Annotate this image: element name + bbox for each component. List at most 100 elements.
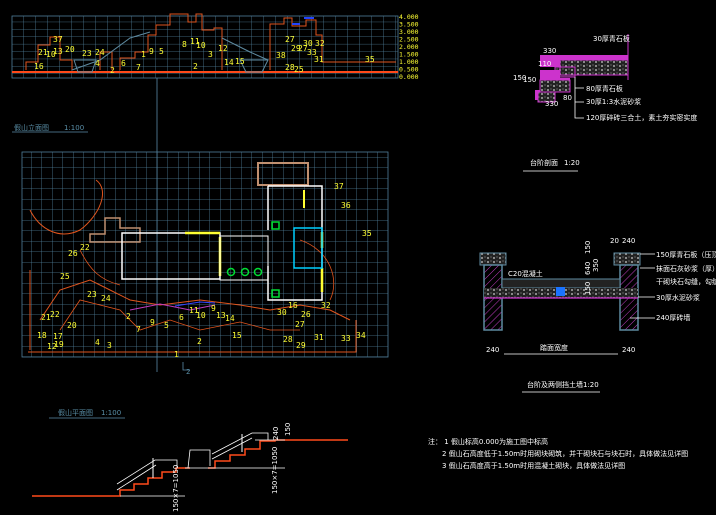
plan-rock-label: 13: [216, 311, 226, 320]
plan-title: 假山平面图: [58, 408, 93, 417]
note-number: 3: [442, 462, 447, 470]
plan-rock-label: 18: [37, 331, 47, 340]
elevation-rock-label: 28: [285, 63, 295, 72]
wall-dim-150b: 150: [584, 282, 592, 295]
stair-dim-small: 240: [272, 427, 280, 440]
wall-dim-640: 640: [584, 262, 592, 275]
general-notes: 注： 1 假山标高0.000为施工图中标高 2 假山石高度低于1.50m时用砌块…: [428, 436, 688, 472]
plan-rock-label: 4: [95, 338, 100, 347]
plan-rock-label: 24: [101, 294, 111, 303]
step-callout-2: 80厚青石板: [586, 84, 623, 93]
plan-rock-label: 32: [321, 301, 331, 310]
plan-rock-label: 26: [301, 310, 311, 319]
note-number: 1: [444, 438, 449, 446]
elevation-axis-label: 4.000: [399, 13, 419, 21]
stair-section: 假山平面图 1:100 150×7=1050 150×7=1050 150 24…: [32, 408, 348, 512]
step-callout-1: 30厚青石板: [593, 34, 630, 43]
elevation-rock-label: 38: [276, 51, 286, 60]
plan-rock-label: 22: [50, 310, 60, 319]
plan-rock-label: 6: [179, 313, 184, 322]
step-callout-4: 120厚碎砖三合土，素土夯实密实度: [586, 113, 697, 122]
elevation-axis-label: 1.500: [399, 51, 419, 59]
plan-rock-label: 21: [41, 313, 51, 322]
elevation-rock-label: 27: [298, 44, 308, 53]
wall-dim-150: 150: [584, 241, 592, 254]
elevation-axis-label: 0.500: [399, 66, 419, 74]
elevation-axis-label: 3.000: [399, 28, 419, 36]
plan-rock-label: 16: [288, 301, 298, 310]
step-section-scale: 1:20: [564, 159, 580, 167]
plan-rock-label: 31: [314, 333, 324, 342]
plan-rock-label: 23: [87, 290, 97, 299]
elevation-axis-label: 2.500: [399, 36, 419, 44]
elevation-rock-label: 32: [315, 39, 325, 48]
step-dim-150a: 150: [513, 74, 526, 82]
elevation-rock-label: 21: [38, 48, 48, 57]
note-text: 假山石高度高于1.50m时用混凝土砌块，具体做法见详图: [448, 462, 626, 470]
elevation-rock-label: 29: [291, 44, 301, 53]
note-1: 注： 1 假山标高0.000为施工图中标高: [428, 436, 688, 448]
plan-rock-label: 36: [341, 201, 351, 210]
step-callout-3: 30厚1:3水泥砂浆: [586, 97, 641, 106]
wall-callout-1: 150厚青石板（压顶）: [656, 250, 716, 259]
elevation-rock-label: 25: [294, 65, 304, 74]
plan-rock-label: 5: [164, 321, 169, 330]
wall-dim-350: 350: [592, 259, 600, 272]
plan-rock-label: 19: [54, 340, 64, 349]
elevation-rock-label: 8: [182, 40, 187, 49]
elevation-rock-label: 11: [190, 37, 200, 46]
step-section-title: 台阶剖面: [530, 158, 558, 167]
step-dim-330-bottom: 330: [545, 100, 558, 108]
plan-rock-label: 34: [356, 331, 366, 340]
elevation-rock-label: 10: [196, 41, 206, 50]
elevation-rock-label: 31: [314, 55, 324, 64]
plan-rock-label: 2: [126, 312, 131, 321]
elevation-rock-label: 6: [121, 59, 126, 68]
elevation-rock-label: 16: [34, 62, 44, 71]
plan-rock-label: 12: [47, 342, 57, 351]
step-dim-150b: 150: [523, 76, 536, 84]
elevation-rock-label: 23: [82, 49, 92, 58]
plan-rock-label: 3: [107, 341, 112, 350]
plan-rock-label: 2: [197, 337, 202, 346]
section-marker: 2: [186, 368, 190, 376]
step-dim-330-top: 330: [543, 47, 556, 55]
stair-dim-right: 150×7=1050: [271, 447, 279, 494]
elevation-rock-label: 13: [53, 47, 63, 56]
elevation-rock-label: 27: [285, 35, 295, 44]
span-label: 踏面宽度: [540, 343, 568, 352]
wall-callout-4: 30厚水泥砂浆: [656, 293, 700, 302]
wall-dim-240-right: 240: [622, 346, 635, 354]
wall-dim-240-top: 240: [622, 237, 635, 245]
notes-heading: 注：: [428, 438, 442, 446]
plan-rock-label: 30: [277, 308, 287, 317]
note-2: 2 假山石高度低于1.50m时用砌块砌筑，并干砌块石与块石时，具体做法见详图: [428, 448, 688, 460]
plan-rock-label: 37: [334, 182, 344, 191]
elevation-rock-label: 2: [193, 62, 198, 71]
step-dim-110: 110: [538, 60, 551, 68]
concrete-label: C20混凝土: [508, 269, 543, 278]
elevation-rock-label: 4: [95, 59, 100, 68]
step-section-detail: 30厚青石板 80厚青石板 30厚1:3水泥砂浆 120厚碎砖三合土，素土夯实密…: [513, 34, 697, 172]
retaining-wall-section: C20混凝土 20 240 350 150 640 150 240 240 踏面…: [479, 237, 716, 393]
elevation-rock-label: 24: [95, 48, 105, 57]
wall-callout-3: 干砌块石勾缝，勾缝做法: [656, 277, 716, 286]
note-text: 假山标高0.000为施工图中标高: [450, 438, 548, 446]
elevation-scale: 1:100: [64, 124, 84, 132]
elevation-rock-label: 2: [110, 66, 115, 75]
elevation-axis-label: 2.000: [399, 43, 419, 51]
plan-rock-label: 9: [150, 318, 155, 327]
elevation-rock-label: 20: [65, 45, 75, 54]
plan-rock-label: 26: [68, 249, 78, 258]
note-number: 2: [442, 450, 447, 458]
plan-rock-label: 10: [196, 311, 206, 320]
plan-rock-label: 28: [283, 335, 293, 344]
plan-rock-label: 7: [136, 325, 141, 334]
plan-rock-label: 20: [67, 321, 77, 330]
plan-rock-label: 11: [189, 306, 199, 315]
wall-section-title: 台阶及两侧挡土墙: [527, 380, 583, 389]
